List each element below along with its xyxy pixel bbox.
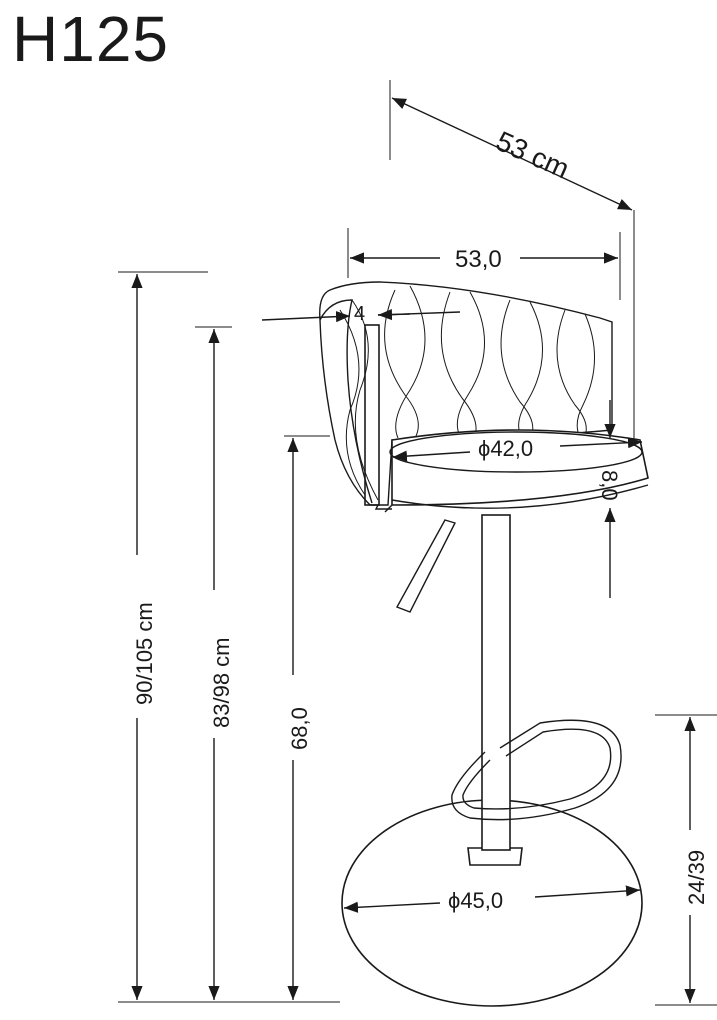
dim-line-depth bbox=[391, 97, 633, 211]
seat-lever bbox=[395, 519, 457, 613]
label-back-thickness: 4 bbox=[354, 303, 365, 325]
label-total-height: 90/105 cm bbox=[132, 602, 157, 705]
label-arm-height: 83/98 cm bbox=[209, 638, 234, 729]
label-seat-thickness: 8,0 bbox=[597, 470, 622, 501]
label-seat-height: 68,0 bbox=[287, 707, 312, 750]
dim-line-base-diameter bbox=[343, 901, 441, 913]
model-title: H125 bbox=[12, 3, 169, 75]
dimension-lines bbox=[118, 80, 717, 1006]
label-depth: 53 cm bbox=[492, 125, 574, 184]
dim-line-seat-diameter bbox=[392, 450, 471, 462]
label-width: 53,0 bbox=[455, 246, 502, 273]
label-footrest-height: 24/39 bbox=[684, 850, 709, 905]
label-base-diameter: ϕ45,0 bbox=[448, 888, 503, 913]
footrest-ring bbox=[451, 719, 622, 821]
label-seat-diameter: ϕ42,0 bbox=[478, 436, 533, 461]
gas-column bbox=[481, 514, 511, 851]
stool-outline bbox=[319, 281, 649, 1007]
seat-cushion bbox=[391, 429, 649, 506]
